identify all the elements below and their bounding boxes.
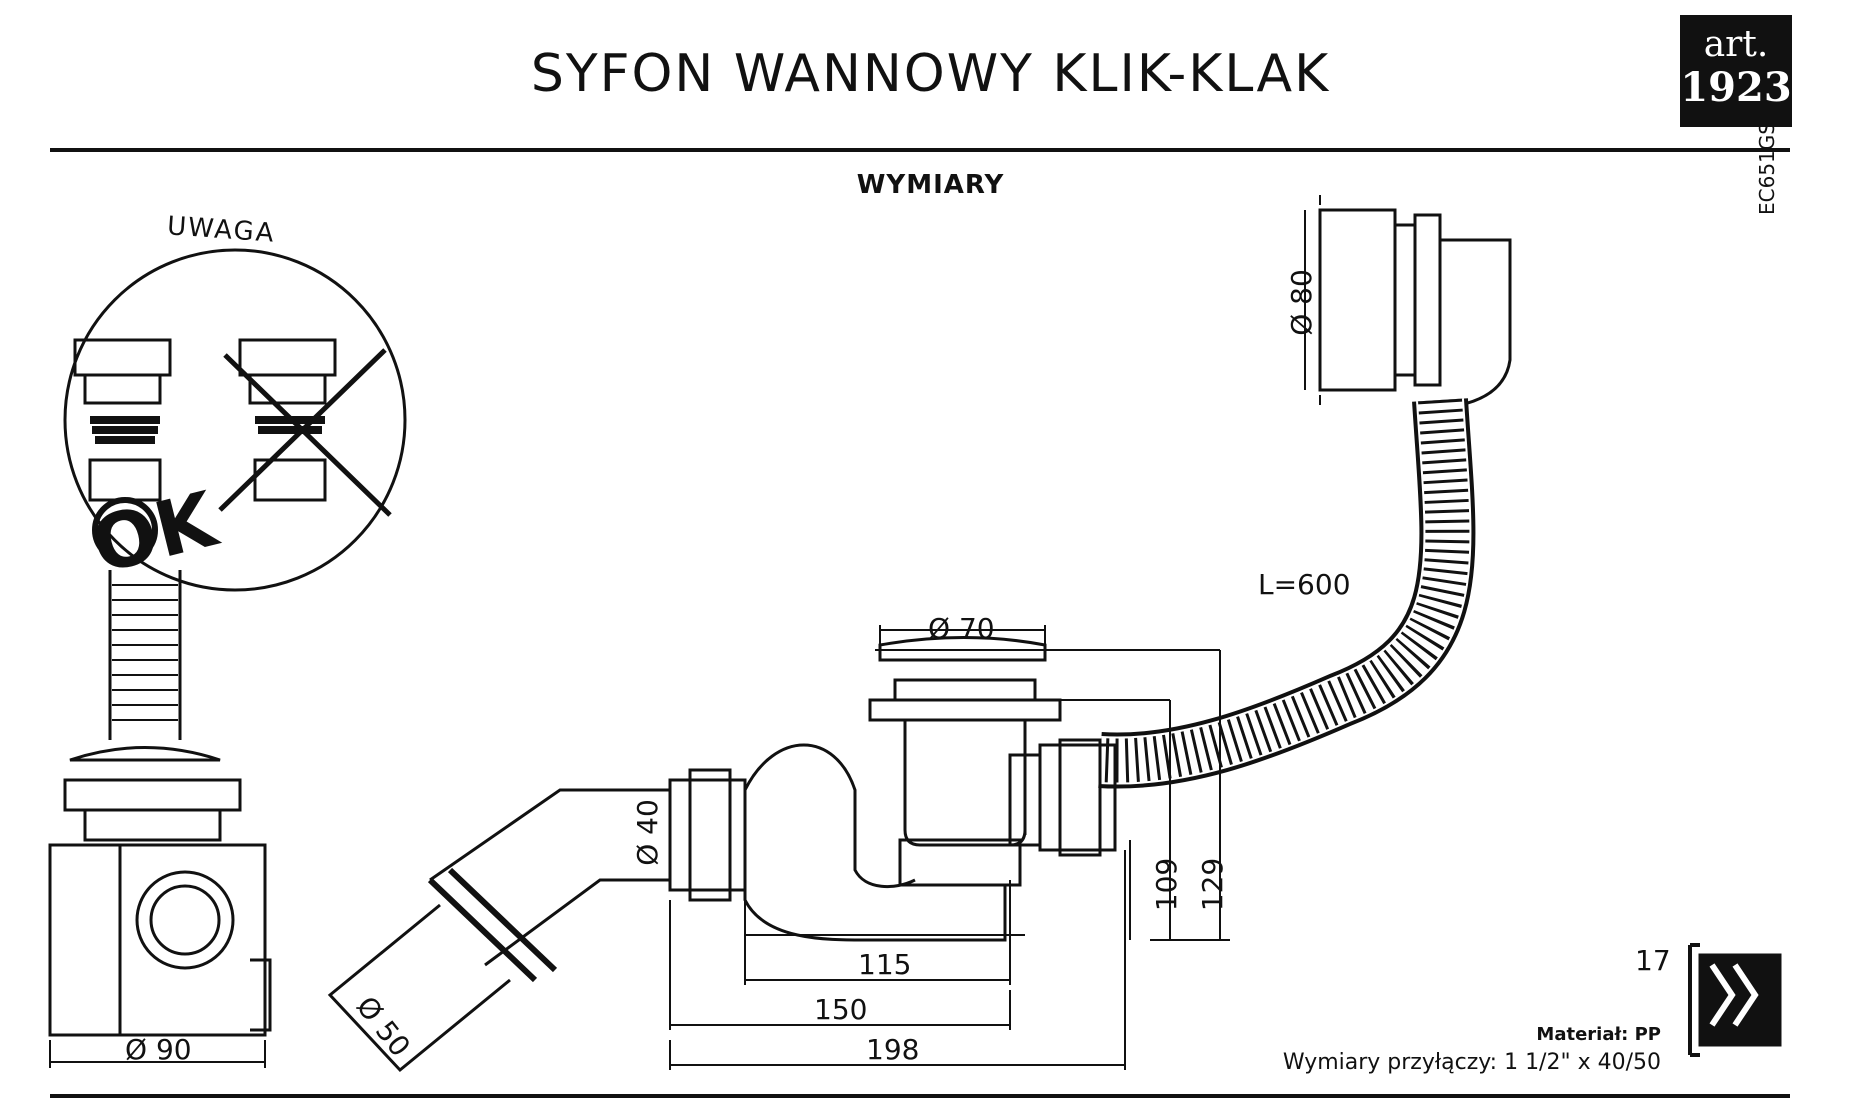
bottom-divider (50, 1094, 1790, 1098)
dim-line-109 (870, 699, 1171, 940)
article-label: art. (1703, 24, 1769, 65)
page-number: 17 (1635, 944, 1671, 977)
dim-label-80: Ø 80 (1284, 269, 1318, 336)
dim-line-198 (669, 850, 1126, 1070)
overflow-body (1440, 238, 1512, 407)
article-number: 1923 (1680, 64, 1792, 111)
flex-hose-ribs (1098, 398, 1470, 783)
hose-connector-neck (1008, 753, 1042, 847)
dim-line-70 (879, 625, 1046, 655)
overflow-plate (1393, 213, 1442, 387)
dim-label-129: 129 (1196, 857, 1230, 912)
ok-fitting-thread (88, 458, 162, 502)
outlet-nut (668, 768, 747, 902)
outlet-collar (427, 867, 558, 983)
side-body-details (118, 845, 272, 1035)
dim-line-115 (744, 880, 1011, 985)
dim-line-150 (669, 900, 1011, 1030)
ok-fitting-nut (73, 338, 172, 405)
outlet-sleeve-50 (327, 903, 511, 1073)
side-drain-flange (63, 778, 242, 842)
detail-circle (63, 248, 407, 592)
ok-circle-mark (92, 497, 158, 563)
dim-label-150: 150 (814, 993, 868, 1026)
side-drain-cap (69, 746, 221, 762)
section-heading: WYMIARY (856, 170, 1005, 200)
dim-line-80 (1304, 195, 1321, 405)
article-badge: art. 1923 (1680, 15, 1792, 127)
dim-label-109: 109 (1150, 857, 1184, 912)
cross-mark (218, 348, 392, 517)
side-outlet-inner (149, 884, 221, 956)
wrong-fitting-thread (253, 458, 327, 502)
material-note: Materiał: PP (1536, 1024, 1661, 1045)
drain-nut (898, 838, 1022, 887)
dim-line-height-base (745, 840, 1230, 941)
drain-body (903, 720, 1027, 847)
dim-label-70: Ø 70 (928, 612, 995, 645)
logo-mark (1709, 963, 1759, 1027)
dim-label-40: Ø 40 (630, 799, 664, 866)
dim-label-198: 198 (866, 1033, 920, 1066)
side-outlet-outer (135, 870, 235, 970)
dim-line-129 (875, 649, 1221, 940)
side-hose-ribs (112, 584, 178, 721)
trap-curve (743, 743, 1007, 942)
side-body (48, 843, 267, 1037)
ok-fitting-gasket (90, 416, 160, 444)
connection-note: Wymiary przyłączy: 1 1/2" x 40/50 (1282, 1050, 1661, 1075)
page-title: SYFON WANNOWY KLIK-KLAK (530, 44, 1331, 104)
dim-label-115: 115 (858, 948, 912, 981)
wrong-fitting-nut (238, 338, 337, 405)
dim-line-90 (49, 1040, 266, 1068)
dim-label-90: Ø 90 (125, 1033, 192, 1066)
side-hose (108, 570, 182, 740)
overflow-cover (1318, 208, 1397, 392)
top-divider (50, 148, 1790, 152)
logo-bracket (1688, 943, 1700, 1057)
dim-label-length: L=600 (1258, 568, 1351, 601)
